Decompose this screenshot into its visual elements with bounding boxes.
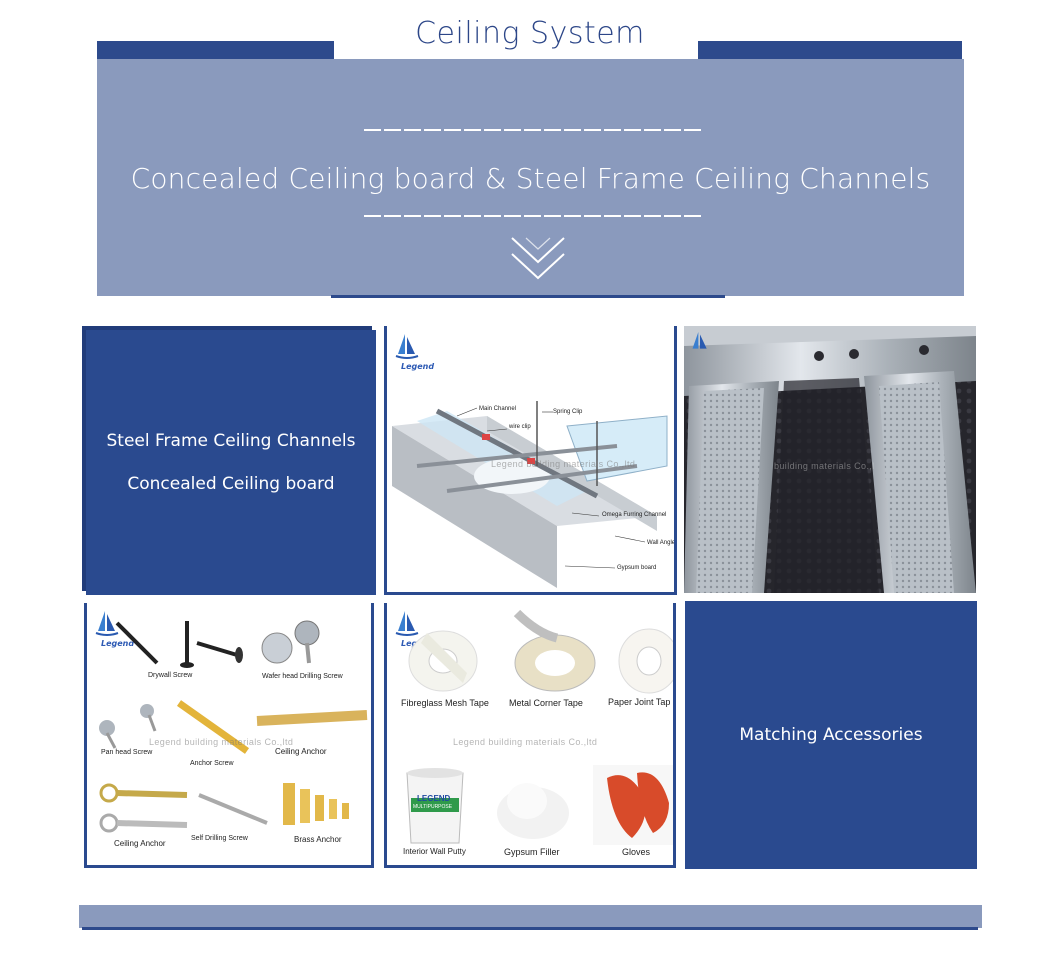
label-ceiling-anchor-bottom: Ceiling Anchor (114, 839, 166, 848)
sail-logo-icon (395, 334, 419, 359)
page-title: Ceiling System (415, 16, 645, 51)
label-wall-putty: Interior Wall Putty (403, 847, 466, 856)
sail-logo-icon (95, 611, 119, 636)
accessories-label: Matching Accessories (739, 724, 923, 745)
putty-brand: LEGEND (417, 794, 451, 803)
banner-subtitle: Concealed Ceiling board & Steel Frame Ce… (130, 162, 931, 195)
label-gloves: Gloves (622, 847, 651, 857)
label-main-channel: Main Channel (479, 406, 517, 412)
label-gypsum-board: Gypsum board (617, 565, 657, 571)
screws-anchors-tile: Legend Drywall Screw Wafer head Drilling… (84, 603, 374, 868)
logo-text: Legend (101, 639, 135, 648)
label-self-drilling-screw: Self Drilling Screw (191, 835, 248, 842)
watermark: Legend building materials Co.,ltd (491, 459, 636, 469)
label-wire-clip: wire clip (509, 424, 531, 430)
sail-logo-icon (692, 332, 707, 349)
footer-bar (79, 905, 982, 928)
accessories-tile: Matching Accessories (685, 601, 977, 869)
label-spring-clip: Spring Clip (553, 409, 583, 415)
legend-logo: Legend (395, 332, 434, 371)
label-paper-tape: Paper Joint Tap (608, 697, 671, 707)
watermark: Legend building materials Co.,ltd (453, 737, 598, 747)
label-pan-head-screw: Pan head Screw (101, 749, 153, 756)
legend-logo: Legend (95, 609, 134, 648)
watermark-photo: building materials Co.,l (774, 461, 875, 471)
label-wafer-screw: Wafer head Drilling Screw (262, 673, 343, 680)
dashed-divider-top (364, 129, 701, 131)
jointing-materials-tile: Legend LEGEND MULTIPURPOSE Fibreglass Me… (384, 603, 676, 868)
title-bar-right (698, 41, 962, 60)
label-anchor-screw: Anchor Screw (190, 760, 234, 767)
label-mesh-tape: Fibreglass Mesh Tape (401, 698, 489, 708)
intro-line-channels: Steel Frame Ceiling Channels (106, 430, 356, 451)
label-wall-angle: Wall Angle (647, 540, 676, 546)
legend-logo-small (690, 330, 710, 359)
label-brass-anchor: Brass Anchor (294, 835, 342, 844)
title-bar-left (97, 41, 334, 60)
logo-text: Legend (401, 362, 435, 371)
steel-channels-photo: building materials Co.,l (684, 326, 976, 593)
sail-logo-icon (395, 611, 419, 636)
footer-line (82, 927, 978, 930)
label-omega-channel: Omega Furring Channel (602, 512, 667, 518)
intro-tile: Steel Frame Ceiling Channels Concealed C… (86, 330, 376, 595)
steel-channel-illustration (684, 326, 976, 593)
label-drywall-screw: Drywall Screw (148, 672, 193, 679)
dashed-divider-bottom (364, 215, 701, 217)
label-gypsum-filler: Gypsum Filler (504, 847, 560, 857)
screws-illustration (99, 620, 368, 833)
watermark: Legend building materials Co.,ltd (149, 737, 294, 747)
intro-line-board: Concealed Ceiling board (127, 473, 335, 494)
banner-underline (331, 295, 725, 298)
double-chevron-down-icon (511, 237, 565, 280)
putty-sub: MULTIPURPOSE (413, 804, 453, 810)
ceiling-diagram-tile: Legend Main Channel Spring Clip wire cli… (384, 326, 677, 595)
banner (97, 59, 964, 296)
ceiling-installation-diagram (392, 401, 668, 588)
label-corner-tape: Metal Corner Tape (509, 698, 583, 708)
materials-illustration (406, 609, 673, 845)
label-ceiling-anchor-top: Ceiling Anchor (275, 747, 327, 756)
